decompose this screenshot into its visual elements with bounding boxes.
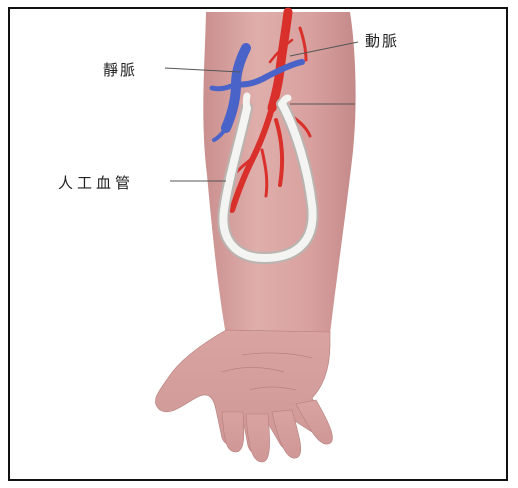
graft-label: 人工血管 (58, 172, 134, 193)
vein-label: 靜脈 (103, 59, 137, 80)
hand (155, 330, 332, 462)
artery-label: 動脈 (365, 30, 399, 51)
